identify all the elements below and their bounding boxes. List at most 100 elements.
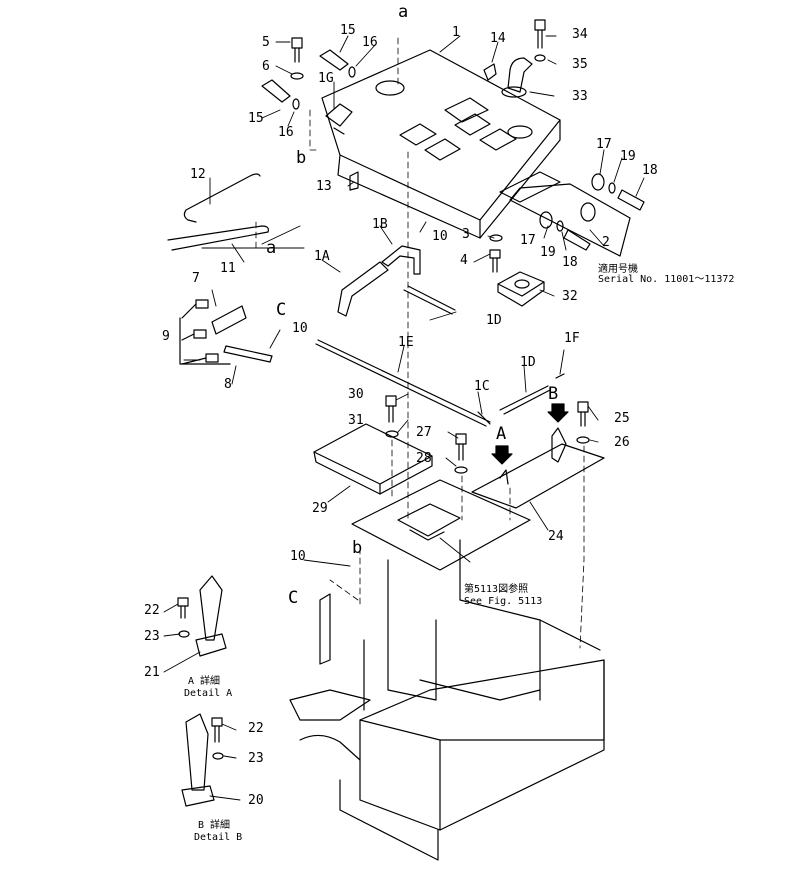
arrow-A bbox=[491, 445, 513, 465]
washer-3-bolt-4 bbox=[489, 234, 503, 273]
center-lines bbox=[255, 37, 585, 649]
floor-plate bbox=[351, 479, 531, 571]
callout-28: 28 bbox=[416, 451, 432, 466]
callout-1C: 1C bbox=[474, 379, 490, 394]
serial-bracket-line bbox=[509, 183, 631, 257]
part-1E bbox=[315, 339, 491, 427]
callout-1G: 1G bbox=[318, 71, 334, 86]
marker-B: B bbox=[548, 384, 559, 404]
detail-b-caption-en: Detail B bbox=[194, 832, 243, 843]
callout-10-upper: 10 bbox=[432, 229, 448, 244]
callout-17-upper: 17 bbox=[596, 137, 612, 152]
callout-24: 24 bbox=[548, 529, 564, 544]
serial-note-jp: 適用号機 bbox=[598, 264, 638, 275]
callout-1A: 1A bbox=[314, 249, 330, 264]
callout-23-b: 23 bbox=[248, 751, 264, 766]
callout-5: 5 bbox=[262, 35, 270, 50]
fastener-set-upper bbox=[591, 173, 645, 211]
bolt-25-26 bbox=[576, 401, 590, 444]
part-1C bbox=[477, 411, 491, 425]
bolt-34 bbox=[534, 19, 546, 62]
callout-16-lower: 16 bbox=[278, 125, 294, 140]
detail-a-latch bbox=[177, 575, 227, 657]
marker-b-left: b bbox=[296, 148, 307, 168]
callout-18-upper: 18 bbox=[642, 163, 658, 178]
callout-15-upper: 15 bbox=[340, 23, 356, 38]
callout-6: 6 bbox=[262, 59, 270, 74]
callout-17-lower: 17 bbox=[520, 233, 536, 248]
block-32 bbox=[497, 271, 545, 307]
fastener-set-lower bbox=[539, 202, 596, 251]
callout-31: 31 bbox=[348, 413, 364, 428]
cover-29 bbox=[313, 423, 433, 495]
part-1F bbox=[555, 373, 565, 379]
callout-1B: 1B bbox=[372, 217, 388, 232]
exhaust-elbow bbox=[501, 57, 533, 98]
serial-note-en: Serial No. 11001～11372 bbox=[598, 274, 735, 285]
callout-11: 11 bbox=[220, 261, 236, 276]
detail-b-caption-jp: B 詳細 bbox=[198, 820, 231, 831]
arrow-B bbox=[547, 403, 569, 423]
bolt-15-upper bbox=[319, 49, 356, 78]
callout-1: 1 bbox=[452, 25, 460, 40]
part-1A bbox=[337, 261, 389, 317]
detail-a-caption-jp: A 詳細 bbox=[188, 676, 221, 687]
callout-33: 33 bbox=[572, 89, 588, 104]
callout-1E: 1E bbox=[398, 335, 414, 350]
callout-21: 21 bbox=[144, 665, 160, 680]
callout-20: 20 bbox=[248, 793, 264, 808]
callout-22-a: 22 bbox=[144, 603, 160, 618]
bolt-5 bbox=[290, 37, 304, 80]
callout-15-lower: 15 bbox=[248, 111, 264, 126]
marker-C-lower: C bbox=[288, 588, 299, 608]
callout-10-mid: 10 bbox=[292, 321, 308, 336]
hinge-8-assembly bbox=[179, 299, 273, 365]
plate-24 bbox=[471, 443, 605, 509]
callout-14: 14 bbox=[490, 31, 506, 46]
callout-19-lower: 19 bbox=[540, 245, 556, 260]
detail-b-latch bbox=[181, 713, 224, 807]
see-fig-note-en: See Fig. 5113 bbox=[464, 596, 543, 607]
callout-29: 29 bbox=[312, 501, 328, 516]
marker-C-upper: C bbox=[276, 300, 287, 320]
callout-2: 2 bbox=[602, 235, 610, 250]
bolt-15-lower bbox=[261, 79, 300, 110]
bracket-14 bbox=[483, 63, 497, 81]
marker-A: A bbox=[496, 424, 507, 444]
callout-35: 35 bbox=[572, 57, 588, 72]
bolt-27-28 bbox=[454, 433, 468, 474]
callout-22-b: 22 bbox=[248, 721, 264, 736]
marker-b-lower: b bbox=[352, 538, 363, 558]
marker-a-bottom: a bbox=[266, 238, 277, 258]
callout-10-lower: 10 bbox=[290, 549, 306, 564]
callout-8: 8 bbox=[224, 377, 232, 392]
callout-27: 27 bbox=[416, 425, 432, 440]
rod-12 bbox=[183, 173, 261, 223]
part-1D-lower bbox=[499, 385, 551, 415]
rod-11 bbox=[167, 225, 269, 251]
part-1D-upper bbox=[403, 285, 456, 315]
callout-26: 26 bbox=[614, 435, 630, 450]
callout-18-lower: 18 bbox=[562, 255, 578, 270]
callout-3: 3 bbox=[462, 227, 470, 242]
callout-32: 32 bbox=[562, 289, 578, 304]
see-fig-note-jp: 第5113図参照 bbox=[464, 584, 529, 595]
detail-a-caption-en: Detail A bbox=[184, 688, 233, 699]
bolt-30-31 bbox=[385, 395, 399, 438]
callout-12: 12 bbox=[190, 167, 206, 182]
callout-23-a: 23 bbox=[144, 629, 160, 644]
latch-B-top bbox=[551, 427, 567, 463]
hood-cover bbox=[321, 49, 561, 239]
marker-a-top: a bbox=[398, 2, 409, 22]
latch-1G bbox=[325, 103, 353, 135]
callout-1D-upper: 1D bbox=[486, 313, 502, 328]
leader-lines bbox=[163, 35, 645, 801]
callout-9: 9 bbox=[162, 329, 170, 344]
callout-13: 13 bbox=[316, 179, 332, 194]
machine-frame bbox=[289, 539, 605, 861]
bracket-13 bbox=[349, 171, 359, 191]
callout-25: 25 bbox=[614, 411, 630, 426]
callout-4: 4 bbox=[460, 253, 468, 268]
callout-19-upper: 19 bbox=[620, 149, 636, 164]
